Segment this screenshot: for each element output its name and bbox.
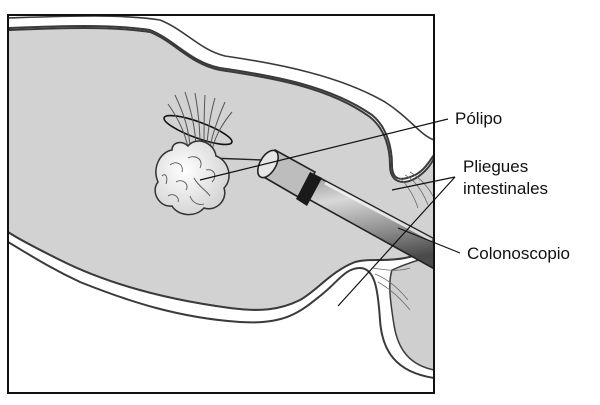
polyp-label: Pólipo [455,109,502,128]
fold-texture [371,171,434,311]
polyp [154,140,230,216]
folds-label-line1: Pliegues [463,157,528,176]
colon-scene [8,15,434,393]
lower-intestinal-wall [8,242,434,393]
polyp-stalk [167,91,233,151]
polyp-leader-line [199,118,449,181]
folds-leader-line-lower [337,176,456,307]
colonoscope-leader-line [397,227,461,254]
upper-intestinal-wall [8,15,434,150]
folds-label-line2: intestinales [463,179,548,198]
leader-lines [199,118,461,307]
illustration-frame [7,14,435,394]
folds-leader-line-upper [391,176,456,191]
colonoscope-label: Colonoscopio [467,244,570,263]
